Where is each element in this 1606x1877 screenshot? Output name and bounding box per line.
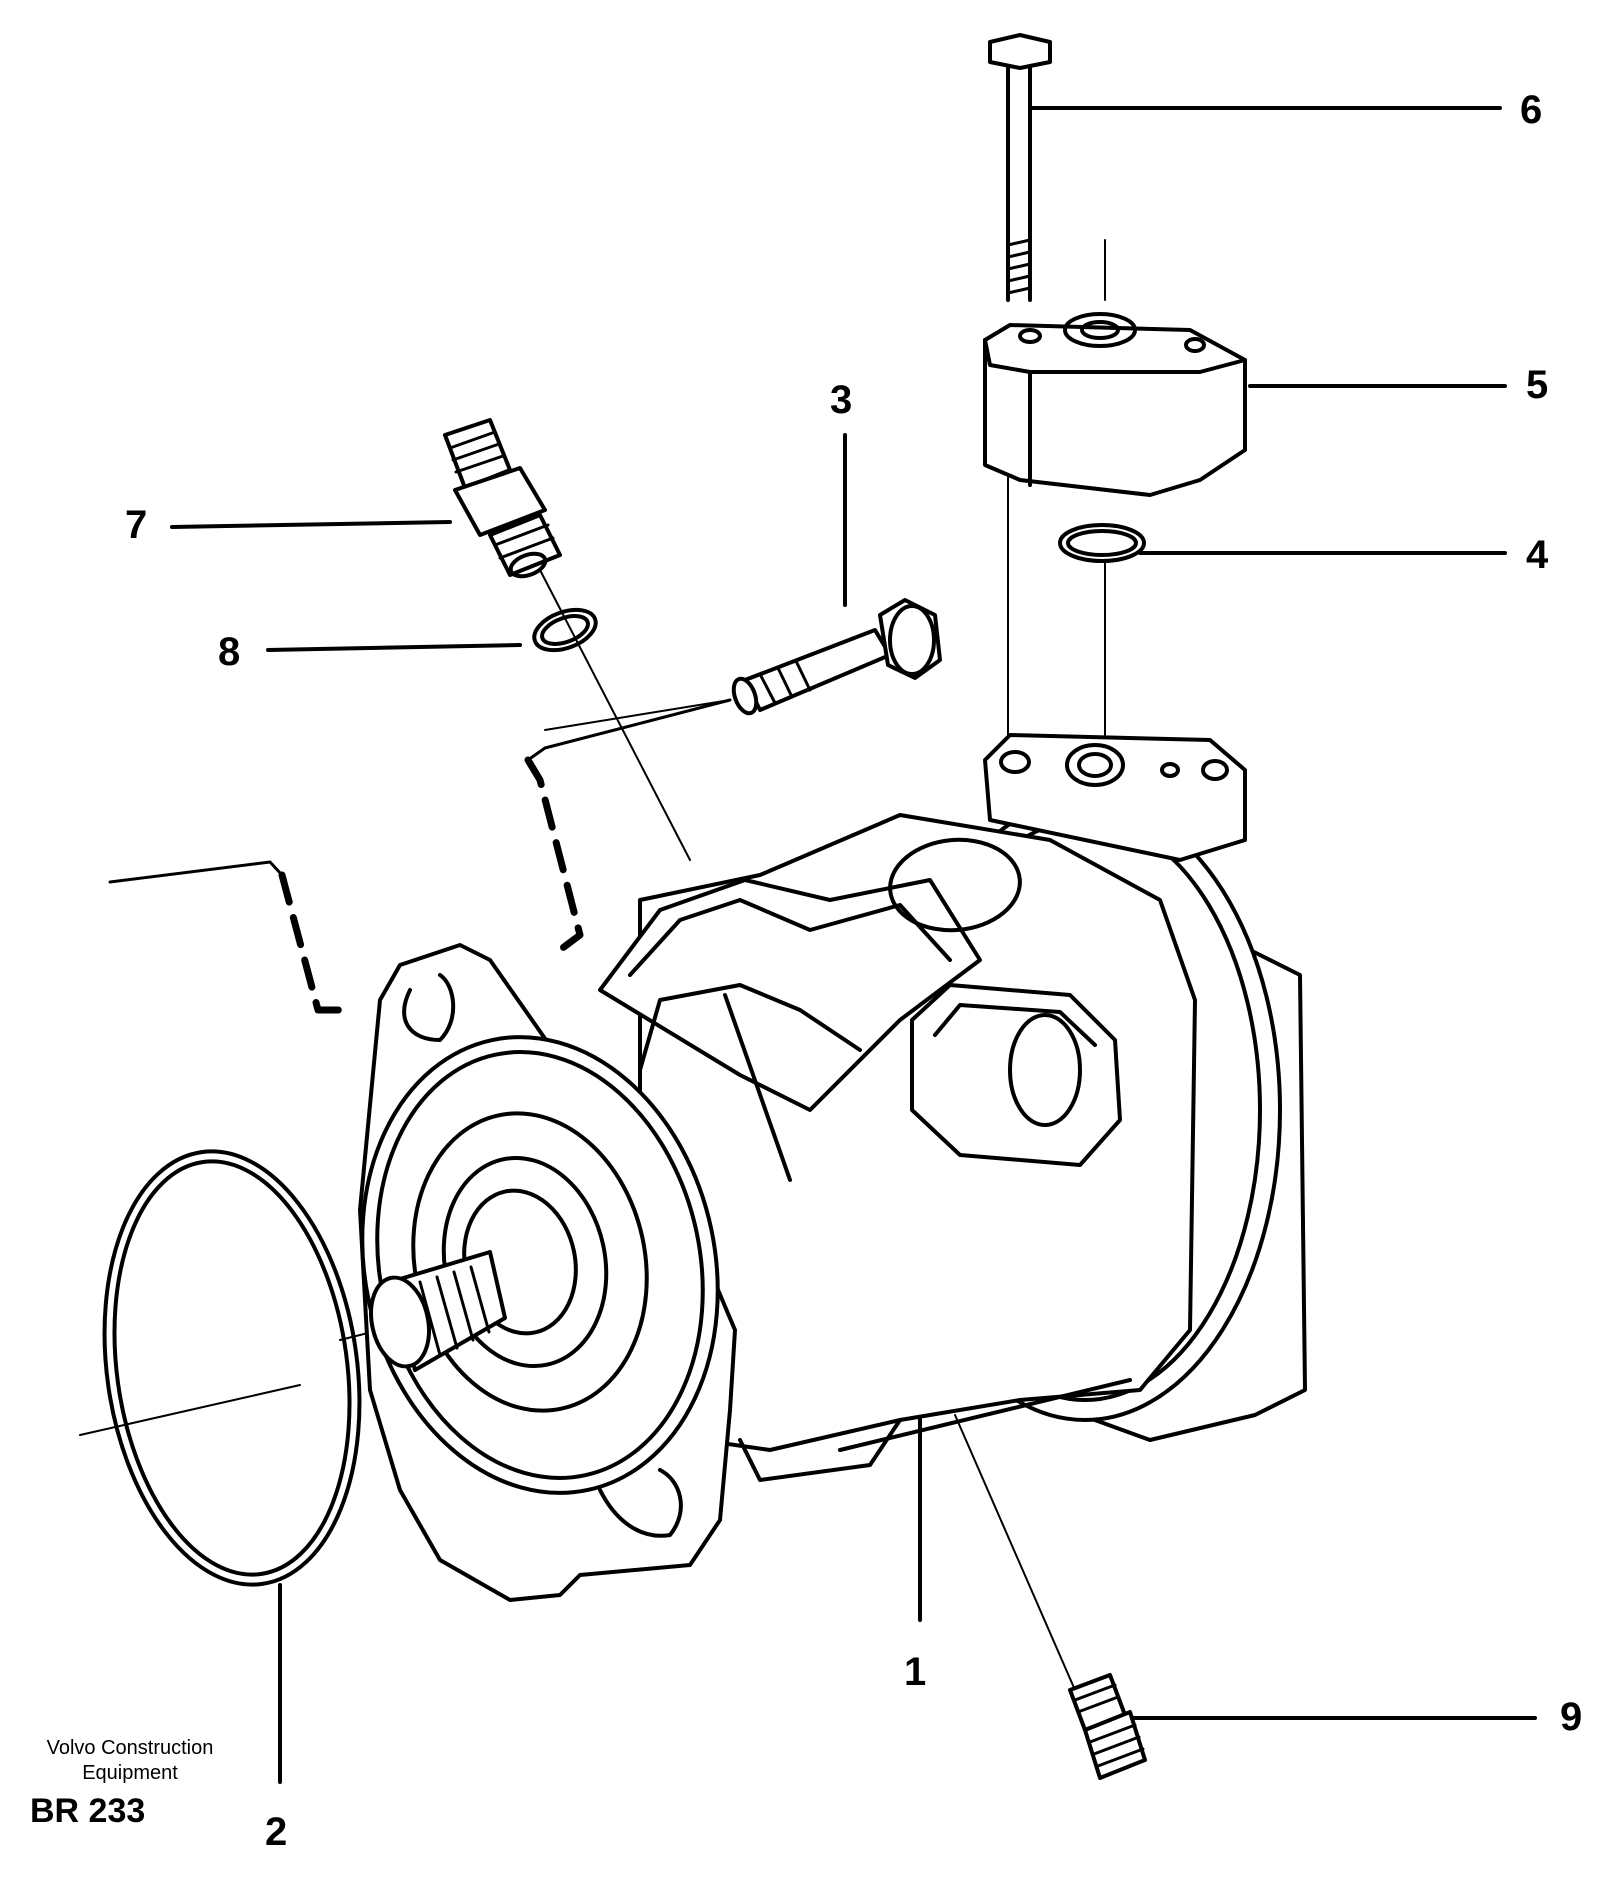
leader-8 [266, 643, 522, 652]
dashed-routing-line [108, 698, 732, 1014]
long-bolt [988, 33, 1052, 302]
hex-bolt [731, 598, 942, 716]
callout-5: 5 [1526, 363, 1549, 407]
callout-2: 2 [265, 1810, 288, 1854]
o-ring-small-8 [532, 607, 598, 653]
callout-7: 7 [125, 503, 148, 547]
callout-8: 8 [218, 630, 241, 674]
control-cover [983, 312, 1247, 497]
callout-6: 6 [1520, 88, 1543, 132]
callout-4: 4 [1526, 533, 1549, 577]
pump-body [358, 733, 1307, 1602]
publisher-name: Volvo Construction [46, 1737, 214, 1759]
leader-lines [170, 106, 1537, 1784]
drain-plug-9 [1068, 1673, 1147, 1780]
drawing-code: BR 233 [30, 1792, 146, 1830]
o-ring-small-4 [1058, 523, 1146, 563]
callout-1: 1 [904, 1650, 927, 1694]
callout-9: 9 [1560, 1695, 1583, 1739]
publisher-name-line-2: Equipment [82, 1762, 178, 1784]
o-ring-large [102, 1149, 362, 1587]
leader-7 [170, 520, 452, 529]
callout-3: 3 [830, 378, 853, 422]
valve-plug-7 [443, 418, 562, 579]
